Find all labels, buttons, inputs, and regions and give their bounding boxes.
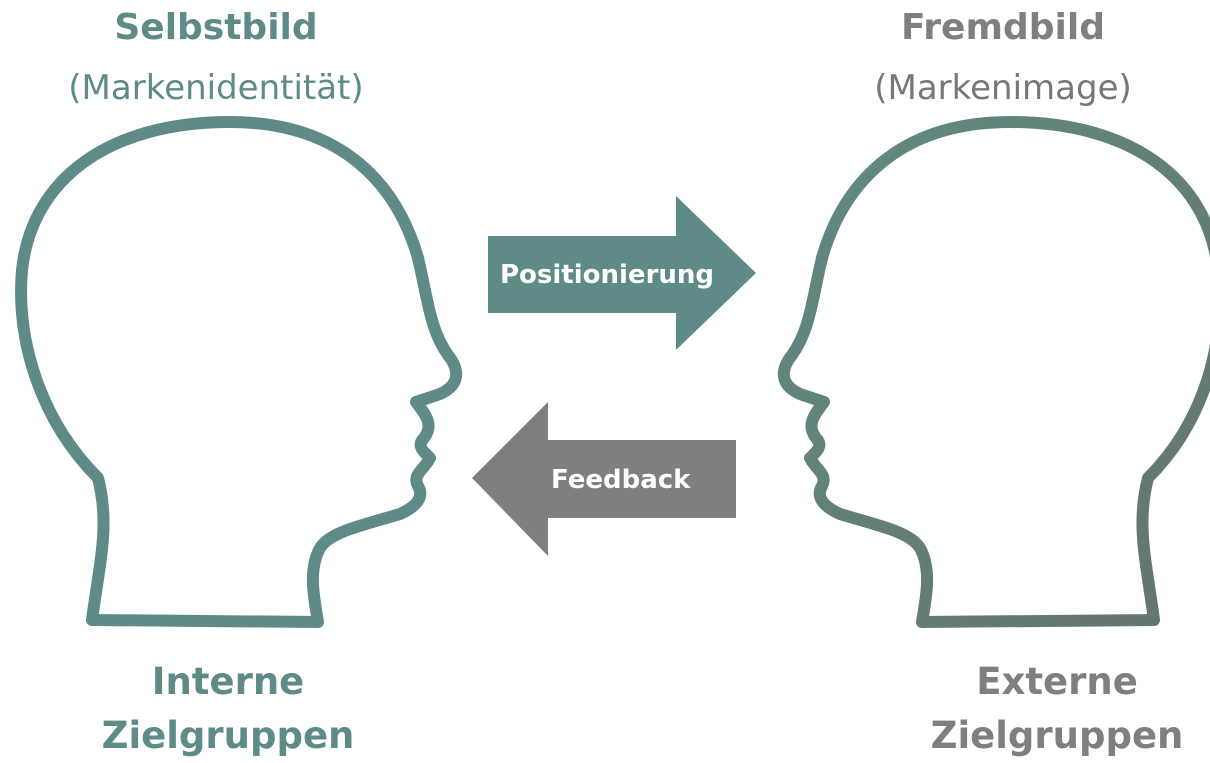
- external-image-title: Fremdbild: [901, 7, 1105, 48]
- external-group-line1: Externe: [976, 660, 1138, 703]
- positioning-arrow-label: Positionierung: [500, 260, 714, 290]
- self-image-title: Selbstbild: [114, 7, 318, 48]
- arrow-right-icon: [488, 196, 756, 350]
- self-image-subtitle: (Markenidentität): [68, 68, 364, 108]
- external-group-line2: Zielgruppen: [930, 714, 1184, 757]
- head-profile-right-icon: [15, 116, 463, 628]
- internal-group-line2: Zielgruppen: [101, 714, 355, 757]
- internal-target-groups-label: Interne Zielgruppen: [18, 655, 438, 763]
- internal-group-line1: Interne: [151, 660, 305, 703]
- external-target-groups-label: Externe Zielgruppen: [847, 655, 1210, 763]
- head-profile-left-icon: [777, 116, 1210, 628]
- external-image-subtitle: (Markenimage): [874, 68, 1132, 108]
- feedback-arrow: Feedback: [472, 402, 736, 556]
- feedback-arrow-label: Feedback: [551, 465, 691, 495]
- arrow-left-icon: [472, 402, 736, 556]
- positioning-arrow: Positionierung: [488, 196, 756, 350]
